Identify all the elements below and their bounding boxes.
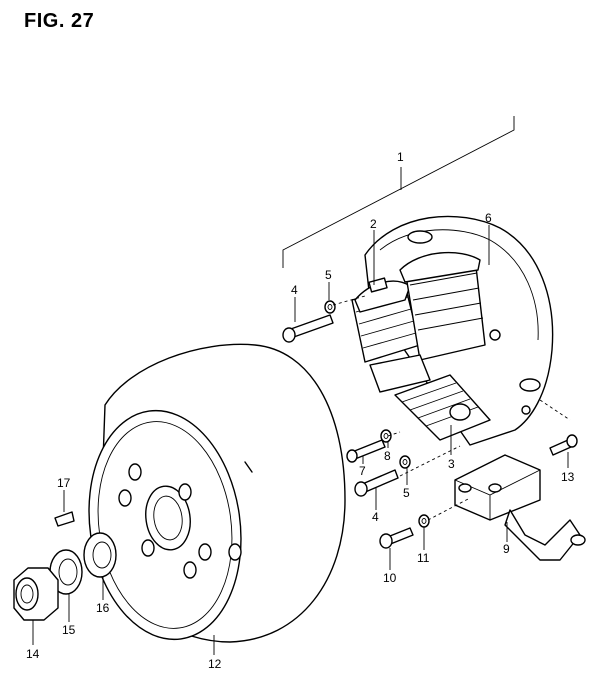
flywheel-rotor (88, 343, 346, 643)
callout-2: 2 (370, 217, 377, 231)
washer-5-lower (399, 455, 411, 469)
callout-14: 14 (26, 647, 40, 661)
figure-title: FIG. 27 (24, 10, 95, 32)
callout-4a: 4 (291, 283, 298, 297)
callout-labels: 1 2 3 4 4 5 5 6 7 8 9 10 11 12 13 14 15 … (26, 150, 575, 671)
washer-5-upper (324, 300, 336, 314)
nut-14 (13, 567, 59, 621)
callout-10: 10 (383, 571, 397, 585)
pickup-assembly (454, 454, 586, 561)
screw-7 (346, 439, 386, 463)
callout-12: 12 (208, 657, 222, 671)
screw-4-upper (282, 314, 334, 343)
callout-7: 7 (359, 464, 366, 478)
coil-lower (369, 354, 491, 441)
key-17 (54, 511, 75, 527)
screw-10 (379, 527, 414, 549)
callout-15: 15 (62, 623, 76, 637)
assembly-bracket (282, 116, 515, 268)
washer-16 (83, 532, 117, 578)
washer-11 (418, 514, 430, 528)
alignment-lines (332, 295, 571, 521)
callout-11: 11 (417, 551, 430, 565)
callout-1: 1 (397, 150, 404, 164)
washer-8 (380, 429, 392, 443)
leader-lines (32, 225, 569, 655)
callout-4b: 4 (372, 510, 379, 524)
callout-16: 16 (96, 601, 110, 615)
screw-4-lower (354, 469, 399, 497)
callout-6: 6 (485, 211, 492, 225)
coil-right (399, 251, 501, 361)
callout-8: 8 (384, 449, 391, 463)
coil-upper (351, 277, 421, 363)
callout-5a: 5 (325, 268, 332, 282)
callout-13: 13 (561, 470, 575, 484)
screw-13 (549, 434, 578, 456)
callout-5b: 5 (403, 486, 410, 500)
callout-17: 17 (57, 476, 71, 490)
callout-3: 3 (448, 457, 455, 471)
callout-9: 9 (503, 542, 510, 556)
